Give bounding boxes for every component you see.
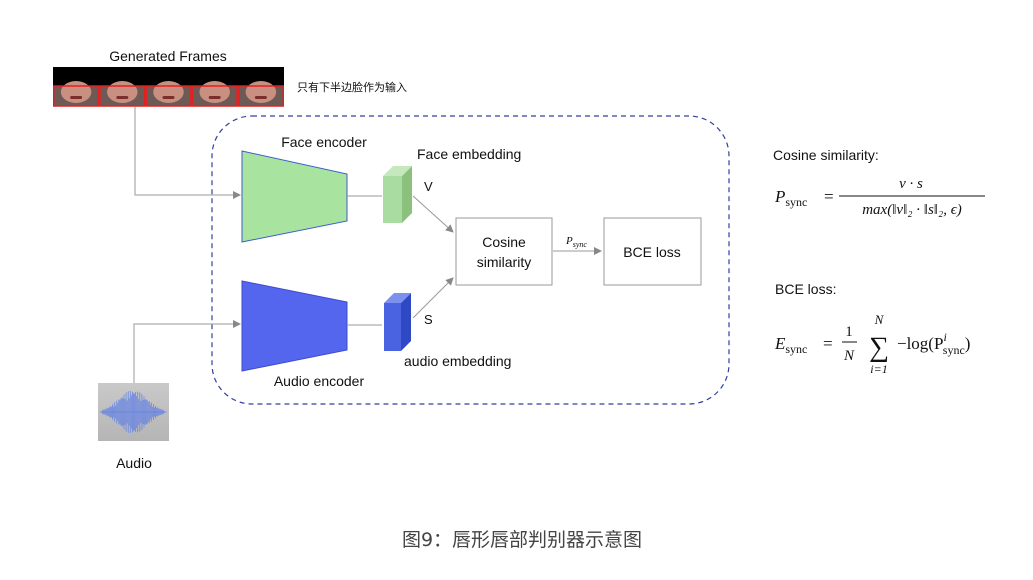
audio-waveform	[98, 383, 169, 441]
audio-embedding-label: audio embedding	[404, 353, 511, 369]
face-embedding-label: Face embedding	[417, 146, 521, 162]
cosine-formula-numerator: v · s	[899, 176, 923, 192]
cosine-formula-lhs: Psync	[774, 187, 807, 209]
generated-frames-title: Generated Frames	[109, 48, 227, 64]
frame-cell	[99, 81, 146, 107]
v-to-cosine-arrow	[412, 195, 454, 233]
v-label: V	[424, 179, 433, 194]
bce-sum-upper: N	[874, 312, 885, 327]
bce-formula-frac-num: 1	[845, 324, 853, 340]
audio-to-audio-encoder-arrow	[133, 320, 241, 383]
face-encoder-label: Face encoder	[281, 134, 367, 150]
bce-formula-equals: =	[823, 334, 833, 353]
audio-encoder	[241, 280, 348, 372]
frame-cell	[191, 81, 238, 107]
bce-loss-box	[603, 217, 702, 286]
cosine-formula-title: Cosine similarity:	[773, 147, 879, 163]
audio-embedding-block	[384, 293, 411, 351]
face-embedding-block	[383, 166, 412, 223]
cosine-box-line2: similarity	[477, 254, 531, 270]
sync-module-border	[211, 115, 730, 405]
bce-formula-lhs: Esync	[774, 334, 807, 356]
bce-box-label: BCE loss	[623, 244, 681, 260]
audio-encoder-label: Audio encoder	[274, 373, 365, 389]
p-sync-label: Psync	[565, 235, 587, 249]
s-to-cosine-arrow	[412, 277, 454, 319]
bce-sum-lower: i=1	[870, 362, 887, 376]
cosine-formula-equals: =	[824, 187, 834, 206]
bce-sum-sign: ∑	[869, 332, 889, 363]
generated-frames-strip	[53, 67, 285, 107]
frame-cell	[237, 81, 285, 107]
figure-caption: 图9：唇形唇部判别器示意图	[402, 529, 642, 551]
frames-mask	[53, 67, 284, 86]
bce-formula-title: BCE loss:	[775, 281, 836, 297]
frame-cell	[53, 81, 100, 107]
frames-note: 只有下半边脸作为输入	[297, 80, 407, 94]
audio-label: Audio	[116, 455, 152, 471]
frames-to-face-encoder-arrow	[134, 107, 241, 199]
frame-cell	[145, 81, 192, 107]
cosine-box-line1: Cosine	[482, 234, 526, 250]
s-label: S	[424, 312, 433, 327]
cosine-formula-denominator: max(‖v‖₂ · ‖s‖₂, ϵ)	[862, 202, 962, 218]
cosine-similarity-box	[455, 217, 553, 286]
cosine-formula: Psync = v · s max(‖v‖₂ · ‖s‖₂, ϵ)	[774, 176, 985, 218]
bce-formula-frac-den: N	[843, 348, 855, 364]
face-encoder	[241, 150, 348, 243]
